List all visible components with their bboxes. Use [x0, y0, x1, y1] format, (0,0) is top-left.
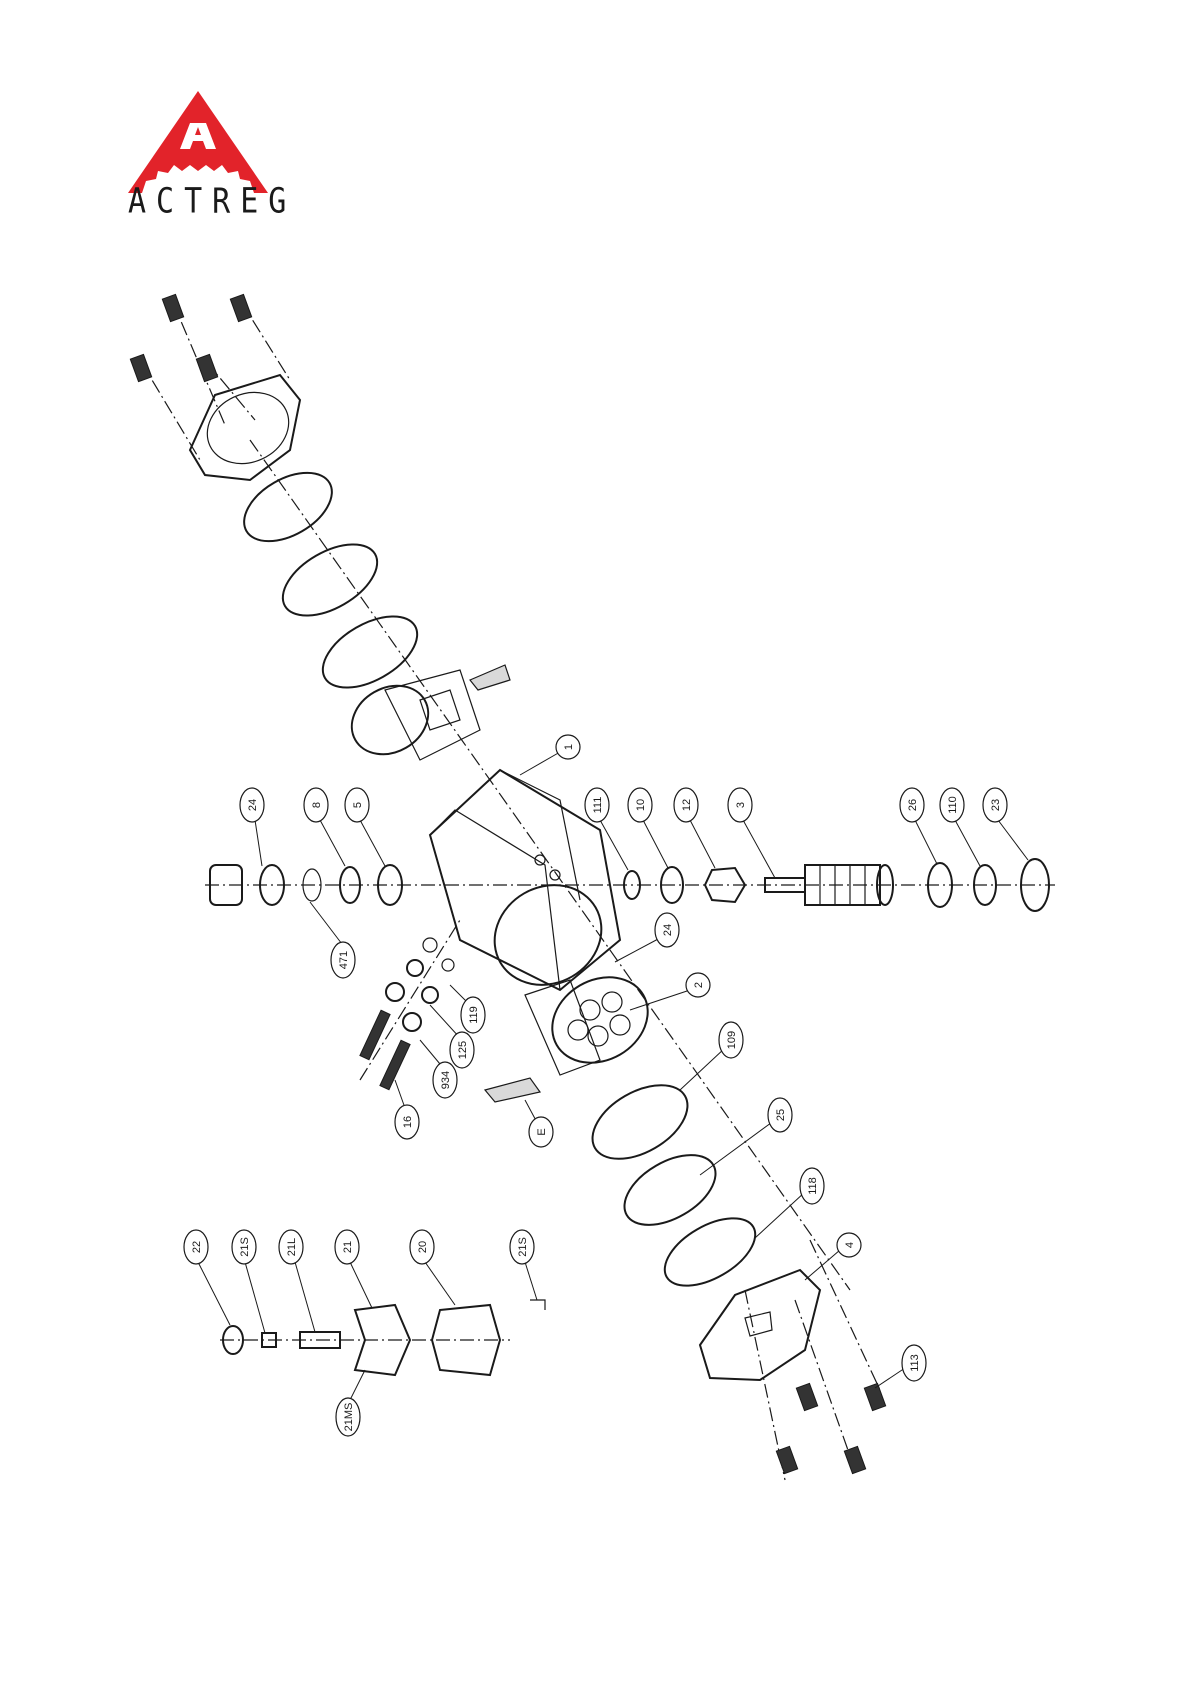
callout-8: 8 [304, 788, 328, 822]
main-axis [250, 440, 850, 1290]
callout-label: 21S [239, 1237, 251, 1257]
guide-e [485, 1078, 540, 1102]
top-piston [339, 665, 510, 768]
callout-label: 2 [693, 982, 705, 988]
bottom-bolt-axis-3 [810, 1240, 880, 1390]
callout-label: 10 [635, 799, 647, 811]
callout-5: 5 [345, 788, 369, 822]
callout-label: 21MS [343, 1403, 355, 1432]
callout-26: 26 [900, 788, 924, 822]
top-seal-ring-3 [311, 602, 429, 702]
callout-24a: 24 [240, 788, 264, 822]
callout-25: 25 [768, 1098, 792, 1132]
callout-e: E [529, 1117, 553, 1147]
ring-109 [580, 1070, 700, 1174]
spring-axis [360, 920, 460, 1080]
callout-label: 118 [807, 1177, 819, 1195]
callout-12: 12 [674, 788, 698, 822]
callout-label: 12 [681, 799, 693, 811]
bottom-bolts [776, 1383, 885, 1473]
callout-21s-left: 21S [232, 1230, 256, 1264]
callout-label: 119 [468, 1006, 480, 1024]
indicator-assembly [223, 1300, 545, 1375]
callout-label: 24 [247, 799, 259, 811]
callout-label: 21L [286, 1238, 298, 1256]
callout-119: 119 [461, 997, 485, 1033]
callout-label: 23 [990, 799, 1002, 811]
leader-lines [198, 752, 1028, 1400]
bolt [196, 354, 217, 381]
callout-23: 23 [983, 788, 1007, 822]
callout-label: 471 [338, 951, 350, 969]
callout-label: 125 [457, 1041, 469, 1059]
callout-label: 110 [947, 796, 959, 814]
callouts: 1 24 8 5 111 10 12 3 26 110 23 471 24 11… [184, 735, 1007, 1436]
part-21s-right [530, 1300, 545, 1310]
bolt [230, 294, 251, 321]
callout-109: 109 [719, 1022, 743, 1058]
callout-934: 934 [433, 1062, 457, 1098]
callout-label: 4 [844, 1242, 856, 1248]
callout-118: 118 [800, 1168, 824, 1204]
callout-label: 25 [775, 1109, 787, 1121]
callout-label: E [536, 1128, 548, 1135]
callout-111: 111 [585, 788, 609, 822]
callout-label: 20 [417, 1241, 429, 1253]
bolt [162, 294, 183, 321]
callout-label: 934 [440, 1071, 452, 1089]
callout-21l: 21L [279, 1230, 303, 1264]
bottom-piston [485, 960, 663, 1102]
top-bolts [130, 294, 251, 381]
top-seal-ring-1 [232, 459, 343, 555]
ring-25 [613, 1141, 728, 1239]
callout-label: 21 [342, 1241, 354, 1253]
callout-21s-right: 21S [510, 1230, 534, 1264]
callout-20: 20 [410, 1230, 434, 1264]
callout-label: 5 [352, 802, 364, 808]
callout-113: 113 [902, 1345, 926, 1381]
callout-21ms: 21MS [336, 1398, 360, 1436]
callout-label: 16 [402, 1116, 414, 1128]
callout-16: 16 [395, 1105, 419, 1139]
callout-24b: 24 [655, 913, 679, 947]
top-seal-ring-2 [271, 530, 389, 630]
callout-2: 2 [686, 973, 710, 997]
callout-label: 1 [563, 744, 575, 750]
callout-label: 24 [662, 924, 674, 936]
callout-471: 471 [331, 942, 355, 978]
callout-label: 26 [907, 799, 919, 811]
bolt [130, 354, 151, 381]
callout-125: 125 [450, 1032, 474, 1068]
callout-label: 21S [517, 1237, 529, 1257]
ring-118 [654, 1204, 767, 1299]
callout-22: 22 [184, 1230, 208, 1264]
callout-label: 8 [311, 802, 323, 808]
callout-label: 113 [909, 1354, 921, 1372]
top-end-cap [190, 375, 300, 480]
callout-label: 111 [592, 797, 604, 814]
callout-label: 22 [191, 1241, 203, 1253]
callout-4: 4 [837, 1233, 861, 1257]
callout-label: 109 [726, 1031, 738, 1049]
callout-label: 3 [735, 802, 747, 808]
callout-3: 3 [728, 788, 752, 822]
callout-1: 1 [556, 735, 580, 759]
callout-21: 21 [335, 1230, 359, 1264]
callout-110: 110 [940, 788, 964, 822]
callout-10: 10 [628, 788, 652, 822]
